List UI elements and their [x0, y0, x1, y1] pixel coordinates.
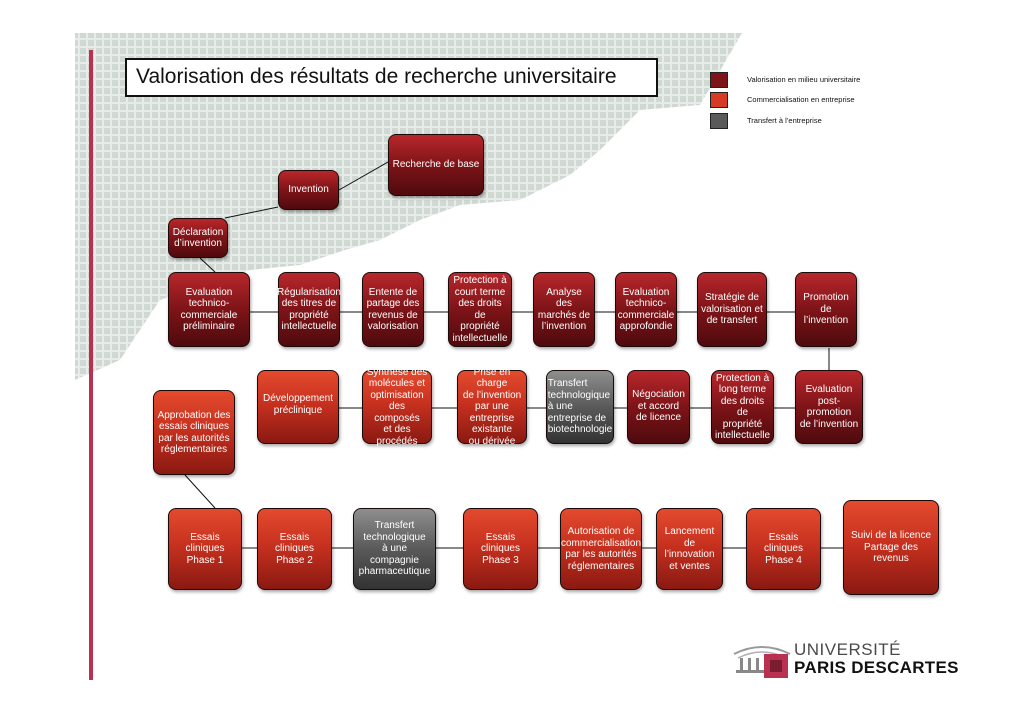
legend-swatch	[710, 72, 728, 88]
node-approbation-essais: Approbation des essais cliniques par les…	[153, 390, 235, 475]
link-declaration-invention	[224, 206, 279, 219]
legend-label: Transfert à l’entreprise	[747, 116, 822, 125]
node-prise-en-charge: Prise en charge de l’invention par une e…	[457, 367, 527, 447]
logo-text-paris-descartes: PARIS DESCARTES	[794, 658, 959, 677]
node-invention: Invention	[278, 170, 339, 210]
node-protection-long-terme: Protection à long terme des droits de pr…	[711, 370, 774, 444]
node-suivi-licence: Suivi de la licence Partage des revenus	[843, 500, 939, 595]
node-entente-partage: Entente de partage des revenus de valori…	[362, 272, 424, 347]
node-analyse-marches: Analyse des marchés de l’invention	[533, 272, 595, 347]
link-approbation-essais1	[184, 474, 216, 509]
node-essais-phase-4: Essais cliniques Phase 4	[746, 508, 821, 590]
legend-label: Commercialisation en entreprise	[747, 95, 855, 104]
logo-text-universite: UNIVERSITÉ	[794, 640, 902, 659]
node-essais-phase-3: Essais cliniques Phase 3	[463, 508, 538, 590]
legend-swatch	[710, 113, 728, 129]
node-regularisation: Régularisation des titres de propriété i…	[277, 272, 341, 347]
node-evaluation-approfondie: Evaluation technico- commerciale approfo…	[615, 272, 677, 347]
node-promotion-invention: Promotion de l’invention	[795, 272, 857, 347]
node-essais-phase-2: Essais cliniques Phase 2	[257, 508, 332, 590]
page-title: Valorisation des résultats de recherche …	[136, 65, 617, 88]
node-synthese-molecules: Synthèse des molécules et optimisation d…	[362, 367, 432, 447]
node-evaluation-post-promotion: Evaluation post-promotion de l’invention	[795, 370, 863, 444]
node-lancement-innovation: Lancement de l’innovation et ventes	[656, 508, 723, 590]
university-emblem-icon	[733, 646, 791, 678]
title-box: Valorisation des résultats de recherche …	[125, 58, 658, 97]
node-recherche-de-base: Recherche de base	[388, 134, 484, 196]
link-invention-recherche	[338, 161, 389, 191]
vertical-accent-bar	[89, 50, 93, 680]
node-protection-court-terme: Protection à court terme des droits de p…	[448, 272, 512, 347]
node-negociation-licence: Négociation et accord de licence	[627, 370, 690, 444]
node-transfert-pharma: Transfert technologique à une compagnie …	[353, 508, 436, 590]
node-transfert-biotech: Transfert technologique à une entreprise…	[546, 370, 614, 444]
legend-swatch	[710, 92, 728, 108]
legend-label: Valorisation en milieu universitaire	[747, 75, 861, 84]
background-shape	[75, 33, 742, 380]
node-autorisation-commercialisation: Autorisation de commercialisation par le…	[560, 508, 642, 590]
node-evaluation-preliminaire: Evaluation technico- commerciale prélimi…	[168, 272, 250, 347]
node-strategie-valorisation: Stratégie de valorisation et de transfer…	[697, 272, 767, 347]
node-essais-phase-1: Essais cliniques Phase 1	[168, 508, 242, 590]
link-declaration-evaluation	[199, 257, 216, 273]
node-declaration-invention: Déclaration d’invention	[168, 218, 228, 258]
university-logo: UNIVERSITÉ PARIS DESCARTES	[732, 640, 958, 680]
node-developpement-preclinique: Développement préclinique	[257, 370, 339, 444]
